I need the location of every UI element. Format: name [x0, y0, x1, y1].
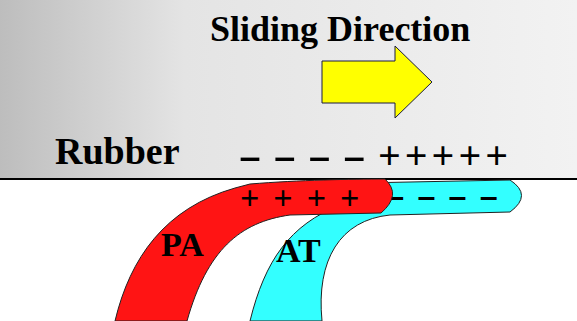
material-label: AT — [276, 234, 321, 268]
material-label: PA — [161, 228, 204, 262]
charge-signs: ---- — [238, 136, 377, 176]
material-label: Rubber — [55, 132, 180, 170]
pa-fiber: ++++ PA — [115, 178, 405, 321]
direction-label: Sliding Direction — [210, 11, 470, 47]
at-fiber-outline — [250, 180, 522, 321]
sliding-arrow — [322, 46, 432, 118]
rubber-surface — [0, 0, 577, 179]
charge-signs: ++++ — [240, 181, 374, 215]
charge-signs: ---- — [385, 179, 510, 213]
pa-fiber-outline — [115, 179, 393, 321]
charge-signs: +++++ — [378, 136, 512, 176]
